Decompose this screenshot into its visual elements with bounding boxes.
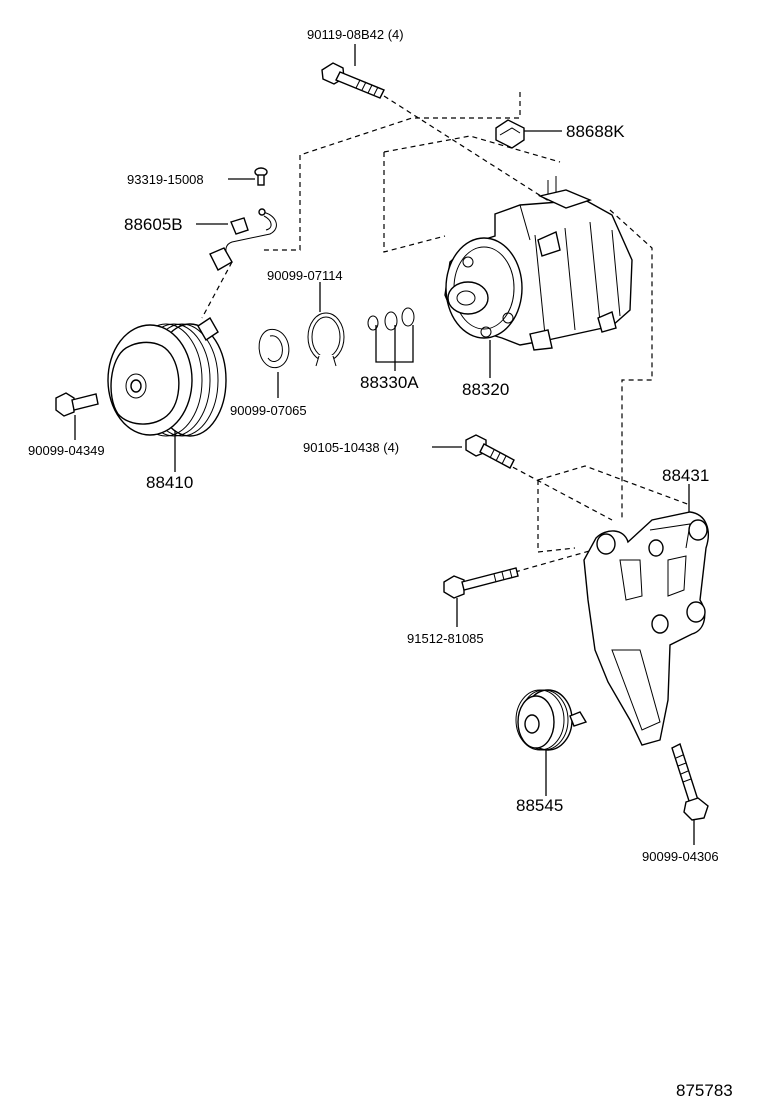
screw-part bbox=[254, 167, 268, 186]
label-idler[interactable]: 88545 bbox=[516, 796, 564, 815]
label-bolt-left[interactable]: 90099-04349 bbox=[28, 443, 105, 458]
label-bolt-bottom[interactable]: 90099-04306 bbox=[642, 849, 719, 864]
label-snap-ring[interactable]: 90099-07065 bbox=[230, 403, 307, 418]
harness-part bbox=[209, 208, 277, 271]
label-screw[interactable]: 93319-15008 bbox=[127, 172, 204, 187]
diagram-code: 875783 bbox=[676, 1081, 733, 1100]
label-bolt-long[interactable]: 91512-81085 bbox=[407, 631, 484, 646]
label-bracket-clip[interactable]: 88688K bbox=[566, 122, 625, 141]
label-clutch[interactable]: 88410 bbox=[146, 473, 194, 492]
idler-part bbox=[515, 689, 588, 751]
label-orings[interactable]: 88330A bbox=[360, 373, 419, 392]
label-harness[interactable]: 88605B bbox=[124, 215, 183, 234]
bolt-bottom-part bbox=[671, 743, 709, 821]
orings-part bbox=[367, 307, 415, 331]
bolt-mid-part bbox=[465, 434, 515, 469]
bolt-left-part bbox=[55, 392, 99, 417]
bolt-long-part bbox=[443, 567, 519, 599]
compressor-part bbox=[444, 176, 633, 351]
large-ring-part bbox=[307, 312, 345, 367]
snap-ring-part bbox=[258, 328, 290, 369]
bracket-part bbox=[583, 511, 709, 746]
label-compressor[interactable]: 88320 bbox=[462, 380, 510, 399]
assembly-dashes bbox=[201, 92, 691, 573]
label-bolt-top[interactable]: 90119-08B42 (4) bbox=[307, 27, 404, 42]
label-bracket[interactable]: 88431 bbox=[662, 466, 710, 485]
label-bolt-mid[interactable]: 90105-10438 (4) bbox=[303, 440, 400, 455]
clip-part bbox=[495, 119, 525, 149]
clutch-part bbox=[107, 317, 227, 437]
bolt-top-part bbox=[321, 62, 385, 99]
label-ring-large[interactable]: 90099-07114 bbox=[267, 268, 343, 283]
